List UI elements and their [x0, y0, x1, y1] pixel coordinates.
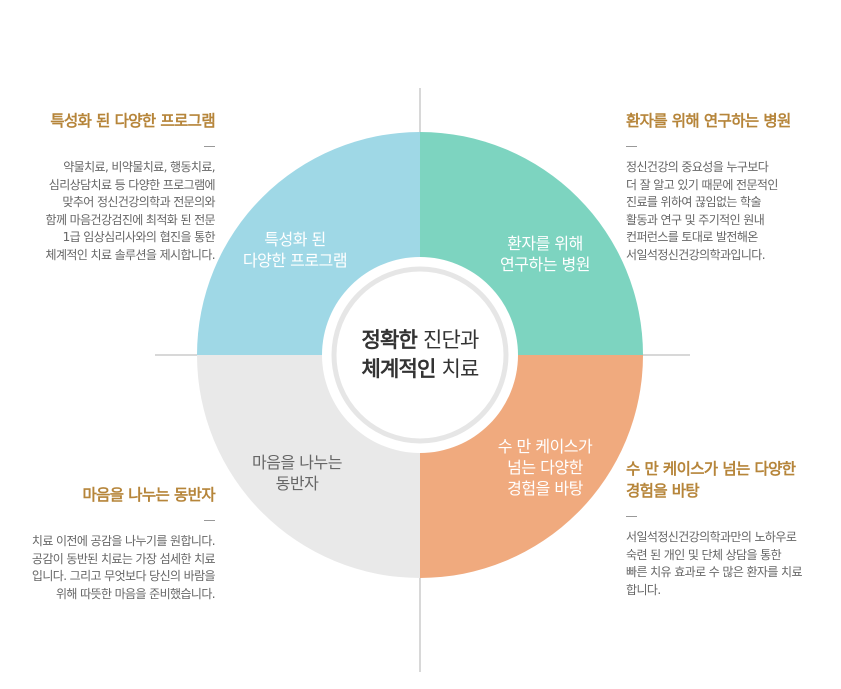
block-title: 마음을 나누는 동반자	[82, 486, 215, 504]
block-text-line: 1급 임상심리사와의 협진을 통한	[62, 230, 216, 244]
quadrant-label-line: 동반자	[275, 474, 319, 493]
center-circle-outer	[322, 257, 518, 453]
divider	[204, 520, 215, 521]
block-text-line: 컨퍼런스를 토대로 발전해온	[626, 230, 758, 244]
block-text-line: 약물치료, 비약물치료, 행동치료,	[63, 160, 215, 174]
block-title: 수 만 케이스가 넘는 다양한	[626, 460, 796, 478]
quadrant-label-line: 특성화 된	[264, 230, 326, 249]
block-text-line: 숙련 된 개인 및 단체 상담을 통한	[626, 547, 782, 562]
center-title-rest: 진단과	[417, 328, 479, 352]
block-bottom-right: 수 만 케이스가 넘는 다양한 경험을 바탕 서일석정신건강의학과만의 노하우로…	[626, 458, 841, 599]
quadrant-label-line: 경험을 바탕	[507, 479, 583, 498]
block-text-line: 치료 이전에 공감을 나누기를 원합니다.	[31, 534, 216, 548]
block-text: 정신건강의 중요성을 누구보다 더 잘 알고 있기 때문에 전문적인 진료를 위…	[626, 159, 841, 264]
center-title-bold: 체계적인	[361, 357, 436, 381]
divider	[626, 516, 637, 517]
center-title-line: 정확한 진단과	[325, 326, 515, 355]
center-title-bold: 정확한	[361, 328, 418, 352]
block-text: 약물치료, 비약물치료, 행동치료, 심리상담치료 등 다양한 프로그램에 맞추…	[0, 159, 216, 264]
block-text-line: 정신건강의 중요성을 누구보다	[626, 160, 769, 174]
quadrant-label-bottom-right: 수 만 케이스가 넘는 다양한 경험을 바탕	[460, 436, 630, 499]
block-text-line: 위해 따뜻한 마음을 준비했습니다.	[55, 586, 216, 601]
center-circle-ring	[331, 266, 509, 444]
block-text-line: 진료를 위하여 끊임없는 학술	[626, 195, 762, 209]
block-text: 서일석정신건강의학과만의 노하우로 숙련 된 개인 및 단체 상담을 통한 빠른…	[626, 529, 841, 599]
block-text-line: 합니다.	[626, 582, 661, 597]
center-title-line: 체계적인 치료	[325, 355, 515, 384]
quadrant-label-line: 환자를 위해	[507, 234, 583, 253]
block-text-line: 서일석정신건강의학과만의 노하우로	[626, 530, 797, 544]
quadrant-label-bottom-left: 마음을 나누는 동반자	[212, 452, 382, 494]
block-text-line: 더 잘 알고 있기 때문에 전문적인	[626, 177, 778, 192]
block-text-line: 체계적인 치료 솔루션을 제시합니다.	[45, 247, 216, 262]
block-text-line: 심리상담치료 등 다양한 프로그램에	[48, 177, 216, 192]
block-text-line: 빠른 치유 효과로 수 많은 환자를 치료	[626, 565, 802, 579]
block-bottom-left: 마음을 나누는 동반자 치료 이전에 공감을 나누기를 원합니다. 공감이 동반…	[0, 484, 216, 603]
block-text-line: 입니다. 그리고 무엇보다 당신의 바람을	[31, 569, 216, 583]
quadrant-label-line: 넘는 다양한	[507, 458, 583, 477]
quadrant-label-top-left: 특성화 된 다양한 프로그램	[210, 229, 380, 271]
quadrant-label-line: 마음을 나누는	[252, 453, 342, 472]
block-text: 치료 이전에 공감을 나누기를 원합니다. 공감이 동반된 치료는 가장 섬세한…	[0, 533, 216, 603]
divider	[626, 146, 637, 147]
quadrant-label-line: 다양한 프로그램	[242, 251, 348, 270]
center-title: 정확한 진단과 체계적인 치료	[325, 326, 515, 384]
block-top-left: 특성화 된 다양한 프로그램 약물치료, 비약물치료, 행동치료, 심리상담치료…	[0, 110, 216, 264]
block-title: 경험을 바탕	[626, 482, 700, 500]
divider	[204, 146, 215, 147]
block-text-line: 함께 마음건강검진에 최적화 된 전문	[45, 212, 216, 227]
block-text-line: 맞추어 정신건강의학과 전문의와	[62, 195, 215, 209]
center-title-rest: 치료	[435, 357, 479, 381]
block-title: 특성화 된 다양한 프로그램	[50, 112, 215, 130]
quadrant-label-top-right: 환자를 위해 연구하는 병원	[460, 233, 630, 275]
block-text-line: 서일석정신건강의학과입니다.	[626, 247, 766, 262]
block-title: 환자를 위해 연구하는 병원	[626, 112, 791, 130]
block-top-right: 환자를 위해 연구하는 병원 정신건강의 중요성을 누구보다 더 잘 알고 있기…	[626, 110, 841, 264]
quadrant-label-line: 수 만 케이스가	[497, 437, 593, 456]
block-text-line: 공감이 동반된 치료는 가장 섬세한 치료	[31, 551, 216, 566]
block-text-line: 활동과 연구 및 주기적인 원내	[626, 212, 765, 227]
quadrant-label-line: 연구하는 병원	[500, 255, 590, 274]
